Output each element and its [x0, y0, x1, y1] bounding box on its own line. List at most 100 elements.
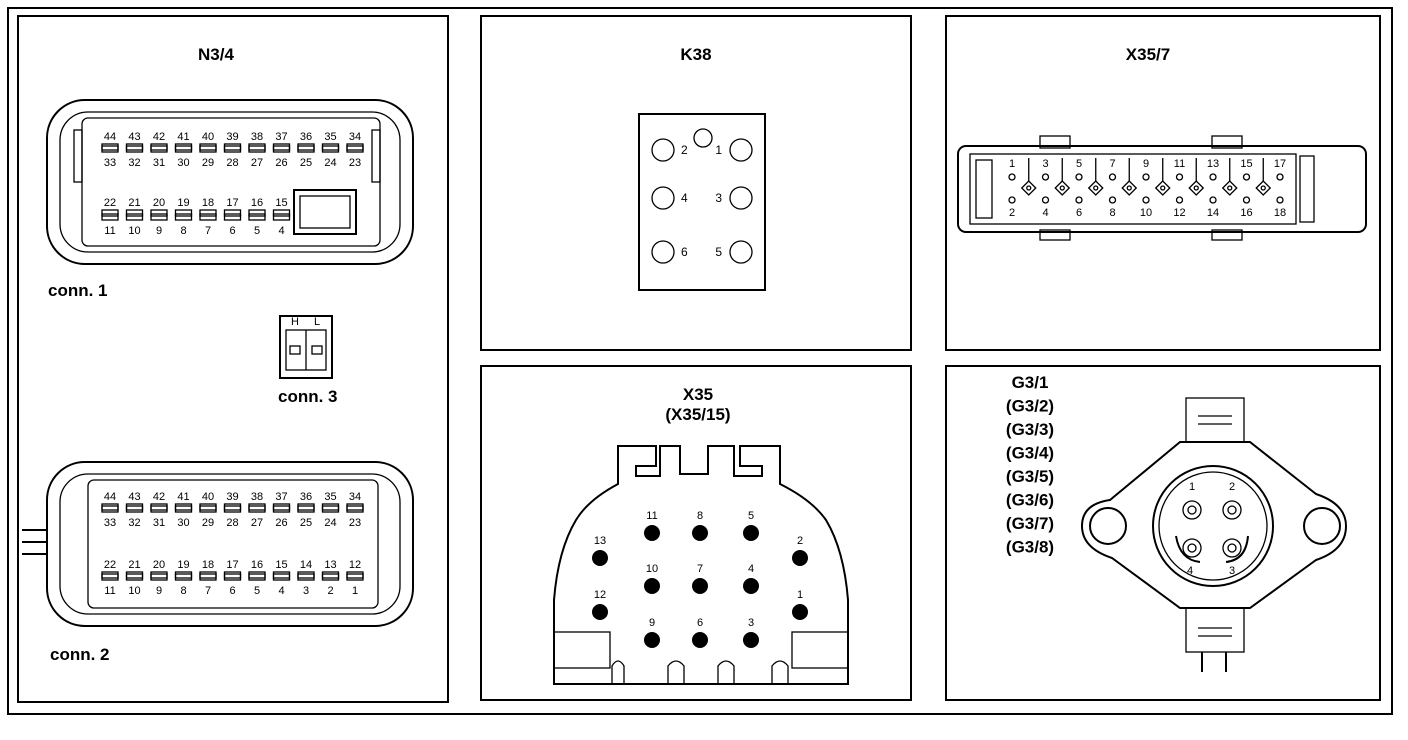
x35-pin-label: 13	[594, 535, 606, 547]
pin-label: 25	[300, 157, 312, 169]
x35-pin	[792, 550, 808, 566]
x35-pin	[743, 578, 759, 594]
panel-x357-title: X35/7	[1126, 45, 1170, 64]
x357-pin	[1075, 173, 1083, 181]
pin-slot	[346, 571, 364, 579]
pin-label: 25	[300, 517, 312, 529]
pin-label: 18	[202, 559, 214, 571]
pin-label: 16	[251, 197, 263, 209]
pin-label: 33	[104, 157, 116, 169]
x35-connector-outline	[553, 445, 849, 685]
pin-slot	[174, 145, 193, 153]
g3-pin	[1182, 538, 1202, 558]
pin-slot	[248, 503, 266, 511]
x357-pin-label: 13	[1207, 158, 1219, 170]
x35-pin	[644, 632, 660, 648]
panel-x357-border	[945, 15, 1381, 351]
pin-slot	[297, 573, 315, 581]
pin-slot	[321, 503, 340, 511]
g3-pin-label: 1	[1189, 481, 1195, 493]
pin-slot	[346, 505, 364, 513]
pin-slot	[272, 213, 291, 221]
pin-label: 42	[153, 131, 165, 143]
x35-pin-label: 10	[646, 563, 658, 575]
x357-connector-body	[957, 145, 1367, 233]
x357-pin-label: 17	[1274, 158, 1286, 170]
pin-slot	[297, 505, 315, 513]
pin-slot	[248, 143, 266, 151]
k38-pin	[729, 138, 753, 162]
pin-label: 7	[205, 585, 211, 597]
pin-label: 28	[226, 517, 238, 529]
pin-slot	[297, 571, 315, 579]
pin-label: 16	[251, 559, 263, 571]
pin-slot	[125, 571, 144, 579]
panel-k38-border	[480, 15, 912, 351]
pin-label: 22	[104, 559, 116, 571]
x35-pin	[644, 578, 660, 594]
pin-slot	[101, 571, 119, 579]
g3-title-line: G3/1	[1012, 373, 1049, 392]
pin-slot	[199, 213, 217, 221]
pin-label: 41	[177, 491, 189, 503]
pin-slot	[223, 213, 242, 221]
pin-label: 33	[104, 517, 116, 529]
g3-title-line: (G3/3)	[1006, 420, 1054, 439]
pin-label: 35	[324, 131, 336, 143]
panel-n34-border	[17, 15, 449, 703]
x357-pin	[1209, 173, 1217, 181]
x357-pin-label: 14	[1207, 207, 1219, 219]
g3-pin	[1182, 500, 1202, 520]
x357-pin-label: 1	[1009, 158, 1015, 170]
k38-pin	[729, 186, 753, 210]
g3-title-line: (G3/5)	[1006, 467, 1054, 486]
x357-pin-label: 15	[1240, 158, 1252, 170]
k38-pin-label: 3	[715, 191, 722, 205]
k38-pin-label: 2	[681, 143, 688, 157]
pin-label: 24	[324, 157, 336, 169]
x357-pin-label: 4	[1042, 207, 1048, 219]
pin-label: 41	[177, 131, 189, 143]
x357-pin-label: 11	[1174, 158, 1185, 170]
pin-slot	[174, 503, 193, 511]
x357-pin	[1108, 173, 1117, 181]
pin-label: 18	[202, 197, 214, 209]
x357-pin-label: 7	[1109, 158, 1115, 170]
pin-label: 32	[128, 157, 140, 169]
pin-slot	[272, 571, 291, 579]
pin-label: 11	[104, 585, 115, 597]
conn3-mark-h: H	[291, 316, 299, 328]
pin-label: 10	[128, 585, 140, 597]
pin-slot	[248, 573, 266, 581]
x357-pin	[1108, 196, 1117, 204]
x357-pin-label: 9	[1143, 158, 1149, 170]
pin-slot	[125, 143, 144, 151]
x357-pin-label: 12	[1173, 207, 1185, 219]
x35-pin	[592, 604, 608, 620]
conn1-blank-block	[293, 189, 357, 235]
pin-slot	[272, 143, 291, 151]
pin-slot	[321, 571, 340, 579]
k38-pin-label: 5	[715, 245, 722, 259]
pin-slot	[125, 213, 144, 221]
pin-slot	[297, 503, 315, 511]
pin-slot	[248, 505, 266, 513]
pin-label: 8	[180, 225, 186, 237]
panel-x35-title: X35	[683, 385, 713, 404]
pin-slot	[199, 505, 217, 513]
pin-slot	[125, 503, 144, 511]
pin-slot	[199, 573, 217, 581]
pin-label: 10	[128, 225, 140, 237]
k38-pin	[651, 186, 675, 210]
pin-slot	[199, 571, 217, 579]
pin-slot	[199, 503, 217, 511]
panel-g3: G3/1(G3/2)(G3/3)(G3/4)(G3/5)(G3/6)(G3/7)…	[945, 365, 1381, 701]
x35-pin-label: 8	[697, 510, 703, 522]
pin-slot	[150, 209, 168, 217]
x357-pin	[1075, 196, 1083, 204]
